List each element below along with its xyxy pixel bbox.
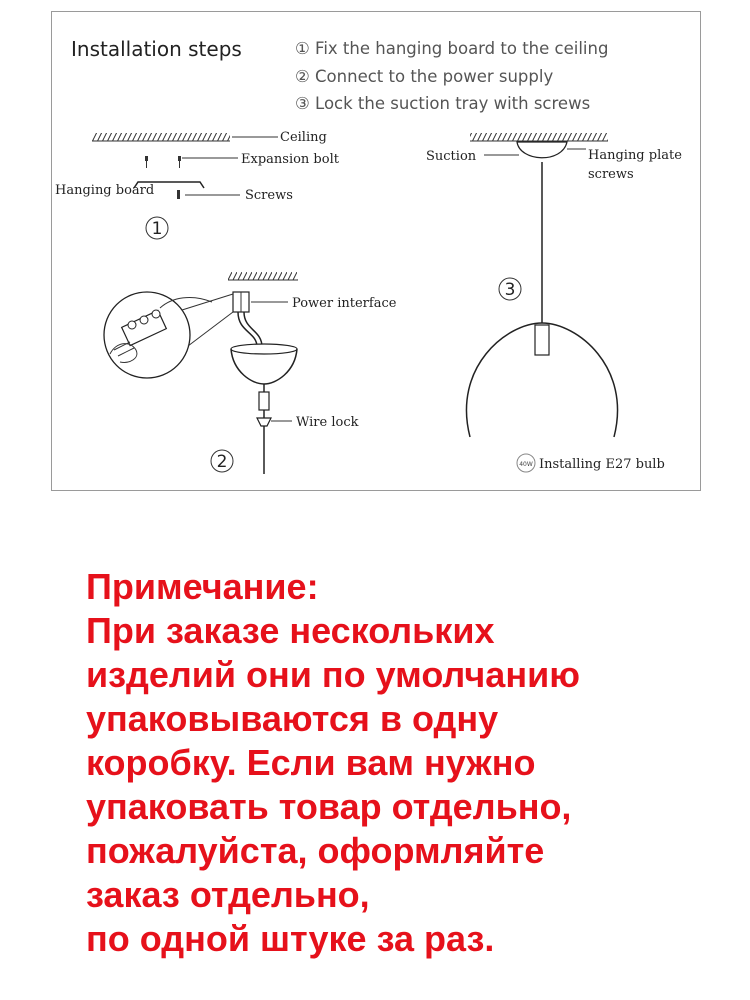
label-wire-lock: Wire lock xyxy=(296,415,359,430)
bulb-icon: 40W xyxy=(516,453,536,473)
wire-lock-upper xyxy=(258,391,270,411)
label-power-interface: Power interface xyxy=(292,296,397,311)
terminal-block-icon xyxy=(113,296,213,357)
note-line: упаковать товар отдельно, xyxy=(86,786,572,827)
step-2-text: ② Connect to the power supply xyxy=(295,67,553,86)
suction-canopy xyxy=(516,141,568,159)
label-hanging-plate-screws: screws xyxy=(588,167,634,182)
installation-diagram-panel: Installation steps ① Fix the hanging boa… xyxy=(51,11,701,491)
ceiling-hatch-small xyxy=(228,272,298,280)
magnifier-pointer-bottom xyxy=(187,311,234,347)
wire-lock xyxy=(256,417,272,427)
note-line: коробку. Если вам нужно xyxy=(86,742,536,783)
expansion-bolt-left xyxy=(145,156,148,168)
packaging-note: Примечание: При заказе нескольких издели… xyxy=(86,565,726,961)
note-line: заказ отдельно, xyxy=(86,874,370,915)
step-2-number-circle xyxy=(210,449,234,473)
note-heading: Примечание: xyxy=(86,566,319,607)
note-line: упаковываются в одну xyxy=(86,698,499,739)
hanging-board-shape xyxy=(133,181,205,189)
step-1-number-circle xyxy=(145,216,169,240)
label-hanging-plate: Hanging plate xyxy=(588,148,682,163)
ceiling-hatch xyxy=(92,133,230,141)
step-3-number: 3 xyxy=(505,280,516,300)
expansion-bolt-right xyxy=(178,156,181,168)
label-ceiling: Ceiling xyxy=(280,130,327,145)
step-1-number: 1 xyxy=(152,219,163,239)
magnifier-pointer-top xyxy=(181,293,234,311)
screw-icon xyxy=(177,190,180,199)
installation-diagram: Installation steps ① Fix the hanging boa… xyxy=(55,37,682,474)
note-line: пожалуйста, оформляйте xyxy=(86,830,545,871)
step-3-number-circle xyxy=(498,277,522,301)
step-3-illustration: Suction Hanging plate screws 3 40W Insta… xyxy=(426,133,682,473)
label-screws: Screws xyxy=(245,188,293,203)
step-2-illustration: Power interface Wire lock xyxy=(103,272,397,474)
wire-right xyxy=(243,311,263,348)
note-line: по одной штуке за раз. xyxy=(86,918,495,959)
bulb-badge-text: 40W xyxy=(519,461,533,468)
step-1-text: ① Fix the hanging board to the ceiling xyxy=(295,39,608,58)
bulb-socket xyxy=(534,324,550,356)
label-suction: Suction xyxy=(426,149,477,164)
canopy-rim xyxy=(230,343,298,355)
step-2-number: 2 xyxy=(217,452,228,472)
diagram-title: Installation steps xyxy=(71,37,242,61)
step-3-text: ③ Lock the suction tray with screws xyxy=(295,94,590,113)
hand-icon xyxy=(109,343,138,363)
wire-left xyxy=(237,311,258,348)
note-line: При заказе нескольких xyxy=(86,610,495,651)
label-installing-bulb: Installing E27 bulb xyxy=(539,457,665,472)
label-hanging-board: Hanging board xyxy=(55,183,154,198)
step-1-illustration: Ceiling Expansion bolt Hanging board Scr… xyxy=(55,130,340,240)
label-expansion-bolt: Expansion bolt xyxy=(241,152,340,167)
ceiling-hatch-right xyxy=(470,133,608,141)
dome-lampshade xyxy=(465,322,619,438)
note-line: изделий они по умолчанию xyxy=(86,654,580,695)
